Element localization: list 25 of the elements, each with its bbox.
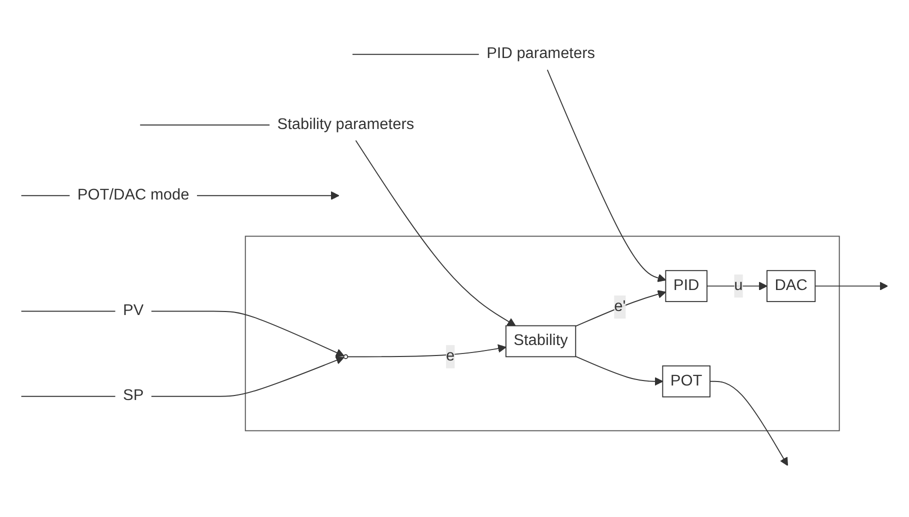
arrow bbox=[355, 140, 516, 326]
node-text: Stability parameters bbox=[277, 116, 414, 133]
arrow bbox=[196, 191, 340, 200]
arrow bbox=[706, 282, 768, 290]
node-text: POT/DAC mode bbox=[77, 186, 190, 204]
node-box: DAC bbox=[766, 270, 816, 302]
arrow bbox=[575, 290, 666, 327]
node-text: SP bbox=[123, 388, 144, 404]
arrow bbox=[575, 356, 664, 386]
node-circle bbox=[343, 354, 348, 360]
node-box: PID bbox=[665, 270, 708, 302]
arrow bbox=[814, 282, 888, 290]
edge-label: e' bbox=[614, 298, 626, 315]
cluster bbox=[244, 236, 840, 432]
edge-label: e bbox=[446, 348, 455, 364]
arrow bbox=[710, 380, 788, 466]
node-box: Stability bbox=[505, 325, 576, 358]
node-text: PID parameters bbox=[486, 46, 595, 62]
arrow bbox=[150, 356, 344, 397]
arrow bbox=[546, 69, 666, 282]
node-text: PV bbox=[123, 302, 144, 319]
node-box: POT bbox=[662, 365, 710, 398]
edge-label: u bbox=[734, 277, 743, 294]
arrow bbox=[150, 310, 344, 357]
arrow bbox=[347, 344, 506, 358]
